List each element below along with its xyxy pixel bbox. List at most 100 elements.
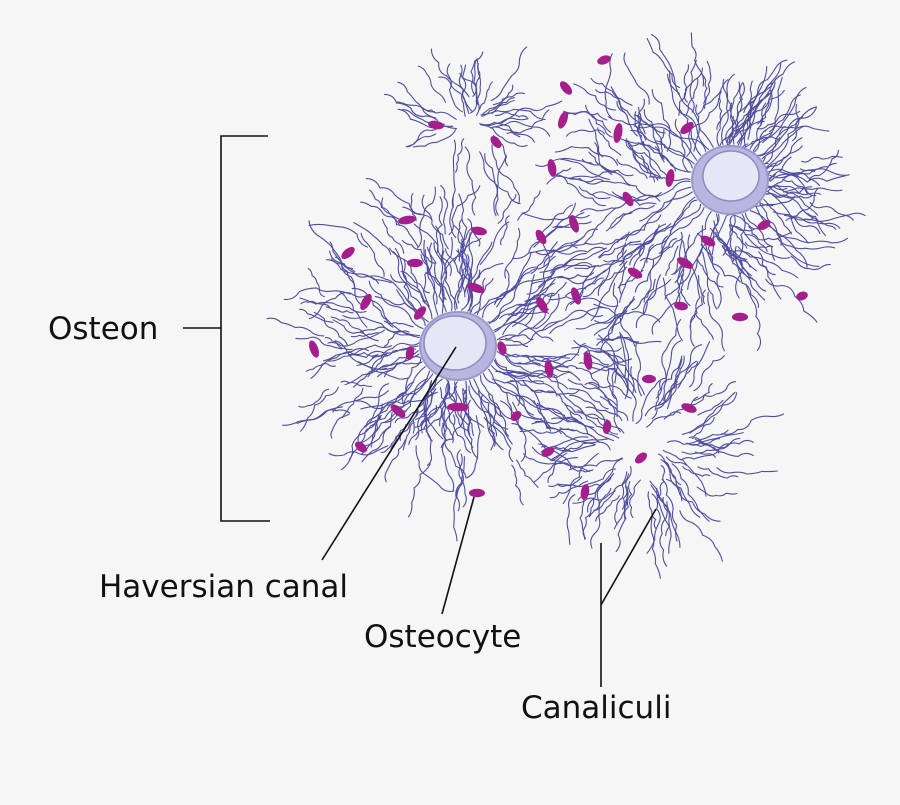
canaliculus [490, 120, 551, 137]
canaliculus [402, 258, 416, 313]
canaliculus [585, 406, 623, 422]
osteocyte [796, 291, 808, 301]
osteocyte [469, 488, 485, 498]
canaliculus [772, 185, 822, 196]
canaliculus [590, 77, 633, 106]
canaliculus [588, 382, 621, 433]
canaliculus [564, 404, 608, 427]
canaliculus [577, 409, 620, 439]
canaliculus [495, 154, 507, 216]
canaliculus [566, 494, 576, 545]
canaliculus [646, 493, 661, 554]
canaliculus [621, 466, 632, 510]
canaliculus [544, 442, 596, 452]
canaliculus [553, 375, 585, 415]
canaliculus [417, 186, 437, 249]
canaliculus [355, 392, 417, 410]
canaliculus [465, 415, 481, 479]
canaliculus [381, 218, 405, 254]
canaliculus [590, 260, 628, 322]
canaliculus [490, 46, 528, 102]
canaliculus [453, 483, 462, 542]
canaliculus [479, 221, 510, 265]
osteocyte [535, 229, 547, 245]
canaliculus [538, 443, 573, 468]
canaliculus [360, 366, 426, 410]
osteocyte [544, 360, 554, 378]
canaliculus [716, 467, 778, 475]
osteocyte [428, 120, 444, 130]
canaliculus [531, 416, 595, 429]
canaliculus [748, 226, 768, 253]
osteon-bracket [183, 135, 270, 522]
canaliculus [665, 245, 679, 277]
canaliculus [457, 219, 464, 250]
canaliculus [339, 291, 368, 328]
canaliculus [634, 235, 668, 293]
canaliculi-network [266, 32, 866, 579]
canaliculus [550, 444, 595, 461]
canaliculus [440, 399, 471, 449]
canaliculus [630, 366, 637, 422]
canaliculus [461, 64, 467, 117]
canaliculus [610, 205, 655, 230]
osteocyte [674, 301, 688, 311]
canaliculus [480, 375, 503, 418]
canaliculus [663, 344, 703, 401]
canaliculus [496, 351, 570, 359]
canaliculus [494, 294, 536, 333]
canaliculus [433, 242, 445, 306]
canaliculus [380, 431, 402, 454]
canaliculus [656, 487, 672, 554]
canaliculus [453, 225, 467, 311]
canaliculus [519, 428, 575, 434]
canaliculus [530, 272, 595, 285]
canaliculus [635, 274, 661, 329]
canaliculus [594, 311, 661, 324]
osteocyte [570, 287, 582, 305]
canaliculus [721, 413, 785, 435]
canaliculus [663, 459, 683, 502]
canaliculus [519, 395, 581, 424]
canaliculus [342, 314, 421, 337]
canaliculus [424, 418, 433, 466]
canaliculus [412, 128, 457, 148]
canaliculus [808, 149, 840, 181]
canaliculus [488, 298, 541, 325]
canaliculus [439, 386, 455, 426]
canaliculus [566, 129, 606, 137]
canaliculus [469, 379, 496, 447]
canaliculus [360, 232, 385, 277]
canaliculus [482, 373, 535, 416]
canaliculus [425, 271, 453, 312]
canaliculus [480, 108, 546, 121]
canaliculus [579, 496, 586, 540]
canaliculus [496, 293, 560, 341]
canaliculus [607, 368, 616, 400]
canaliculus [535, 157, 592, 167]
canaliculus [422, 107, 457, 120]
canaliculus [350, 329, 386, 338]
canaliculus [690, 32, 705, 87]
canaliculus [597, 127, 622, 156]
canaliculus [716, 81, 741, 147]
canaliculus [685, 78, 699, 116]
canaliculus [727, 120, 765, 143]
canaliculus [324, 336, 353, 351]
canaliculus [497, 193, 517, 224]
canaliculus [458, 453, 467, 508]
canaliculus [439, 382, 449, 427]
osteocyte [360, 293, 372, 311]
canaliculus [569, 412, 611, 451]
haversian-canal-main-lumen [423, 315, 487, 371]
canaliculus [744, 241, 774, 249]
canaliculus [533, 457, 579, 483]
canaliculus [691, 437, 720, 454]
canaliculus [507, 371, 572, 379]
osteocyte [447, 402, 469, 412]
canaliculus [599, 241, 632, 259]
canaliculus [655, 140, 695, 165]
canaliculus [441, 236, 453, 314]
osteocyte [510, 410, 522, 422]
canaliculus [696, 486, 738, 497]
